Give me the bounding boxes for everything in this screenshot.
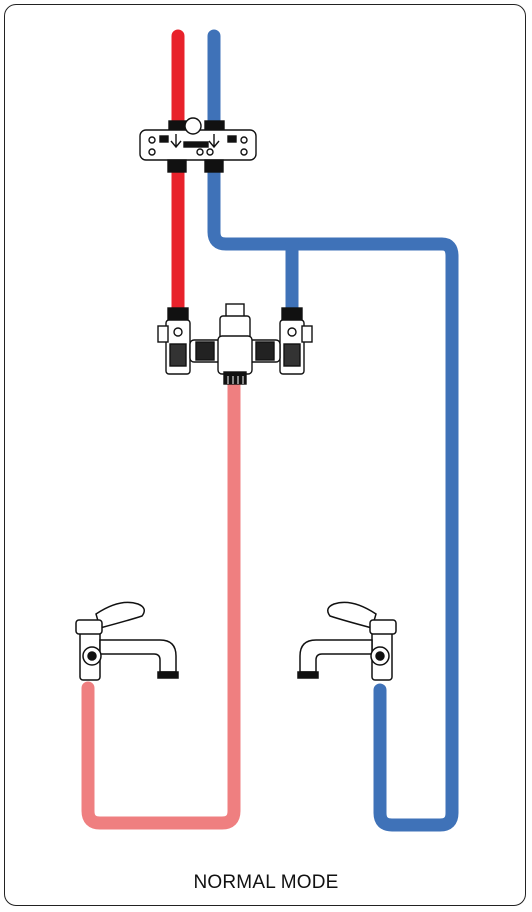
manifold-valve-icon <box>139 117 257 173</box>
isolation-valve-cold-icon <box>279 307 313 375</box>
basin-tap-left-icon <box>75 601 179 681</box>
thermostatic-mixing-valve-icon <box>189 303 281 385</box>
basin-tap-right-icon <box>297 601 397 681</box>
isolation-valve-hot-icon <box>157 307 191 375</box>
cold-supply-pipe <box>207 29 459 832</box>
tempered-water-pipe <box>81 371 241 830</box>
mode-caption: NORMAL MODE <box>193 872 339 893</box>
